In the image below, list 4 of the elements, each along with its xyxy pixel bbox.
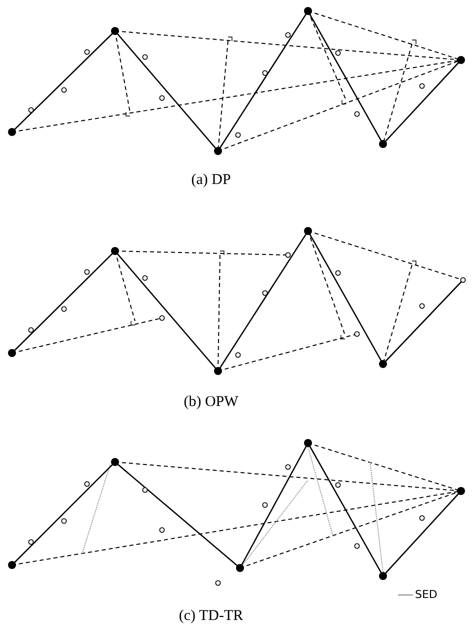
- figure-caption: (c) TD-TR: [178, 608, 244, 625]
- figure-caption: (a) DP: [191, 172, 231, 189]
- legend-label: SED: [415, 588, 438, 601]
- figure-caption: (b) OPW: [184, 394, 238, 411]
